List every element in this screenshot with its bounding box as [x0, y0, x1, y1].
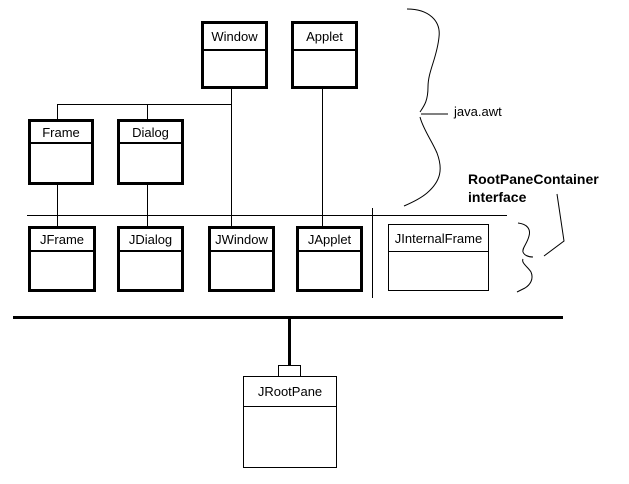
interface-label: RootPaneContainer interface: [468, 170, 599, 206]
class-box-frame: Frame: [28, 119, 94, 185]
class-label: Applet: [306, 29, 343, 44]
class-label: JApplet: [307, 232, 352, 247]
class-box-jinternalframe: JInternalFrame: [388, 224, 489, 291]
class-label: JDialog: [128, 232, 173, 247]
class-title-jwindow: JWindow: [211, 229, 272, 252]
class-title-window: Window: [204, 24, 265, 51]
class-body: [120, 144, 181, 182]
class-box-applet: Applet: [291, 21, 358, 89]
java-awt-brace-icon: [403, 8, 448, 207]
class-label: JInternalFrame: [394, 230, 483, 246]
class-body: [244, 407, 336, 467]
window-children-connector-line: [57, 104, 232, 119]
class-body: [389, 252, 488, 290]
class-body: [31, 144, 91, 182]
class-label: Dialog: [132, 124, 169, 140]
class-box-window: Window: [201, 21, 268, 89]
class-body: [120, 252, 181, 289]
package-label: java.awt: [454, 104, 502, 119]
class-box-jrootpane: JRootPane: [243, 376, 337, 468]
class-box-japplet: JApplet: [296, 226, 363, 292]
class-title-jrootpane: JRootPane: [244, 377, 336, 407]
interface-label-line2: interface: [468, 189, 527, 205]
class-label: Frame: [42, 124, 80, 140]
class-label: JFrame: [39, 232, 85, 247]
class-box-jwindow: JWindow: [208, 226, 275, 292]
rootpanecontainer-brace-icon: [516, 222, 534, 293]
class-body: [31, 252, 93, 289]
class-label: JWindow: [215, 232, 268, 247]
class-body: [299, 252, 360, 289]
class-title-frame: Frame: [31, 122, 91, 144]
class-label: JRootPane: [257, 384, 323, 399]
class-title-jdialog: JDialog: [120, 229, 181, 252]
class-title-jframe: JFrame: [31, 229, 93, 252]
class-box-dialog: Dialog: [117, 119, 184, 185]
class-box-jframe: JFrame: [28, 226, 96, 292]
interface-label-line1: RootPaneContainer: [468, 171, 599, 187]
class-title-dialog: Dialog: [120, 122, 181, 144]
class-title-jinternalframe: JInternalFrame: [389, 225, 488, 252]
interface-callout-line: [543, 193, 565, 257]
class-box-jdialog: JDialog: [117, 226, 184, 292]
class-body: [294, 51, 355, 86]
class-title-applet: Applet: [294, 24, 355, 51]
class-label: Window: [211, 29, 258, 44]
class-body: [211, 252, 272, 289]
class-title-japplet: JApplet: [299, 229, 360, 252]
class-body: [204, 51, 265, 86]
